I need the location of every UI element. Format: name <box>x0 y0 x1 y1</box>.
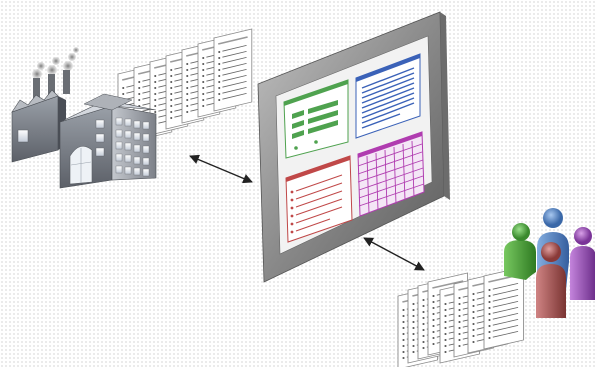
text-panel <box>355 53 421 139</box>
person-icon <box>504 223 536 280</box>
people-icon <box>504 208 595 318</box>
table-panel <box>357 131 425 217</box>
arrow-dashboard-documents <box>363 237 425 271</box>
arrow-enterprise-dashboard <box>189 154 253 184</box>
smoke-icon <box>32 47 79 79</box>
monitor-icon <box>257 11 450 283</box>
factory-icon <box>11 47 157 189</box>
document-icon <box>483 266 525 350</box>
person-icon <box>536 242 566 318</box>
user-document-stack <box>397 266 525 367</box>
person-icon <box>570 227 595 300</box>
document-icon <box>213 28 253 112</box>
list-panel <box>285 155 353 243</box>
form-panel <box>283 79 349 159</box>
